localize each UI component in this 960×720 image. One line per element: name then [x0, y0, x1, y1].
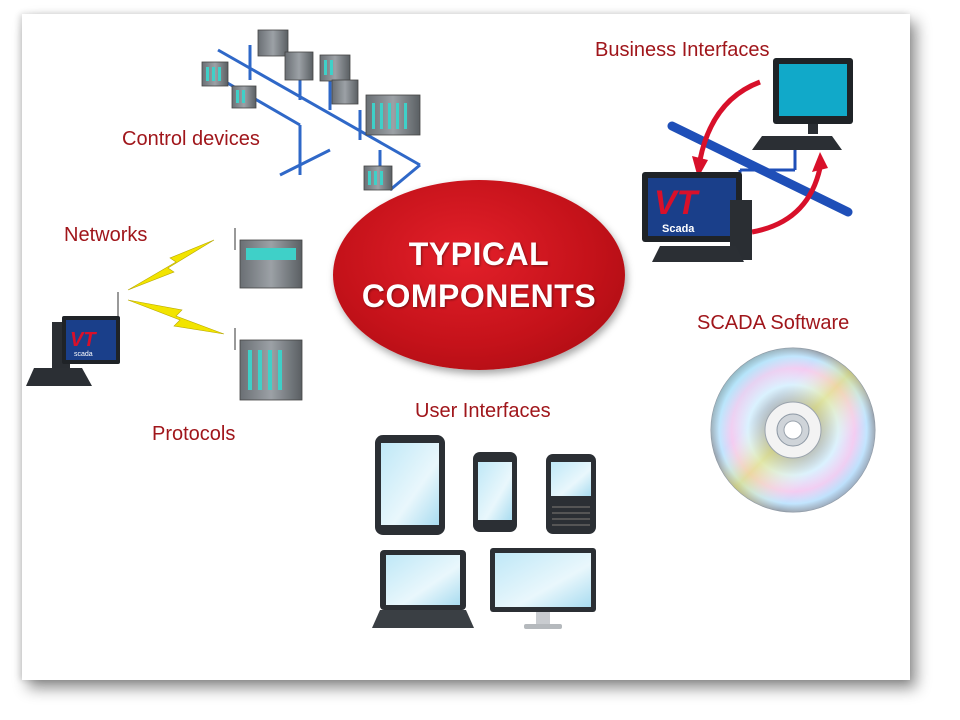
- label-control-devices: Control devices: [122, 128, 260, 150]
- cd-disc-icon: [710, 347, 876, 513]
- label-business-interfaces: Business Interfaces: [595, 39, 770, 61]
- svg-text:VT: VT: [654, 184, 701, 222]
- typical-components-oval: TYPICAL COMPONENTS: [333, 180, 625, 370]
- label-scada-software: SCADA Software: [697, 312, 850, 334]
- label-protocols: Protocols: [152, 423, 236, 445]
- label-networks: Networks: [64, 224, 148, 246]
- label-user-interfaces: User Interfaces: [415, 400, 551, 422]
- networks-illustration: [26, 228, 303, 401]
- vt-scada-logo-business: VT Scada: [654, 184, 701, 235]
- center-title-line2: COMPONENTS: [361, 278, 597, 314]
- vt-scada-logo-network: VT scada: [70, 329, 97, 358]
- svg-text:Scada: Scada: [662, 223, 695, 235]
- user-interfaces-illustration: [372, 435, 596, 629]
- svg-text:scada: scada: [74, 351, 93, 358]
- control-devices-illustration: [201, 29, 421, 192]
- center-title-line1: TYPICAL: [408, 236, 550, 272]
- business-interfaces-illustration: [642, 58, 853, 262]
- svg-text:VT: VT: [70, 329, 97, 351]
